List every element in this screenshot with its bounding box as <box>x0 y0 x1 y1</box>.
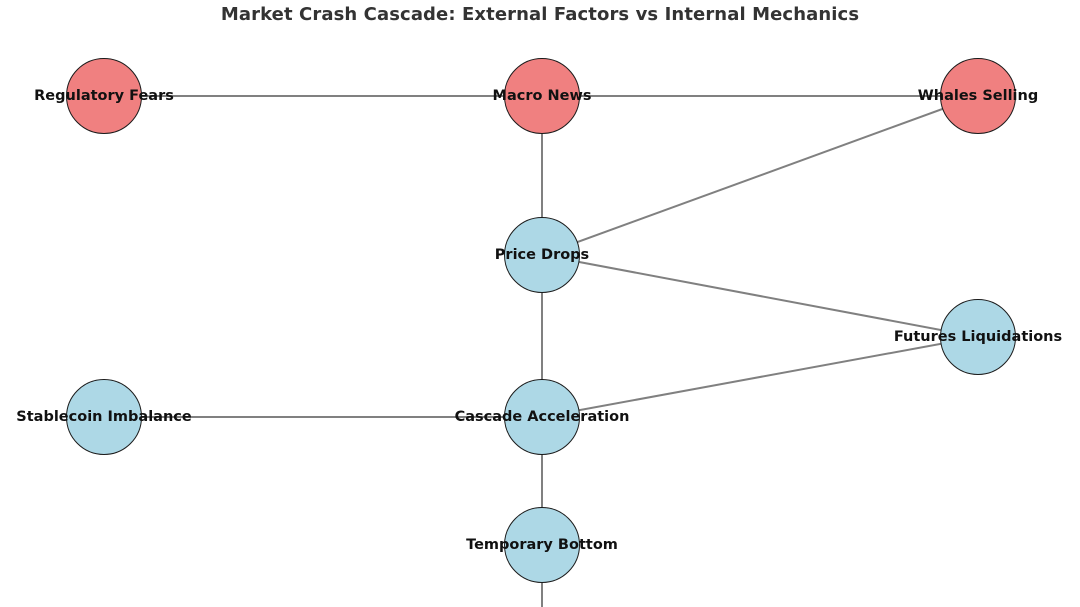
graph-node-temporary-bottom[interactable] <box>504 507 580 583</box>
graph-edge <box>541 254 979 338</box>
graph-node-stablecoin-imbalance[interactable] <box>66 379 142 455</box>
graph-edge <box>541 95 979 256</box>
page-title: Market Crash Cascade: External Factors v… <box>220 4 860 25</box>
graph-node-price-drops[interactable] <box>504 217 580 293</box>
graph-node-futures-liquidations[interactable] <box>940 299 1016 375</box>
graph-node-regulatory-fears[interactable] <box>66 58 142 134</box>
graph-node-whales-selling[interactable] <box>940 58 1016 134</box>
graph-node-cascade-acceleration[interactable] <box>504 379 580 455</box>
graph-edge <box>541 336 979 418</box>
graph-node-macro-news[interactable] <box>504 58 580 134</box>
